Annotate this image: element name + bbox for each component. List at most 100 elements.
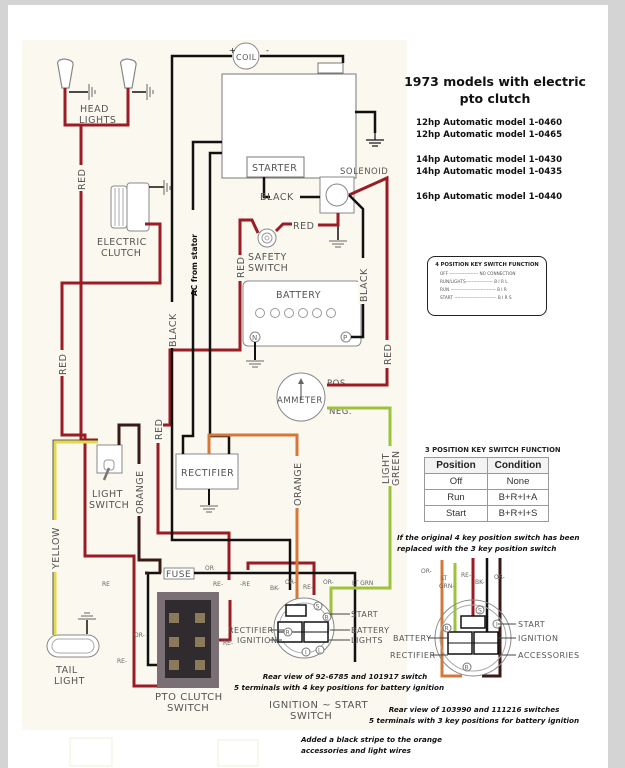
ground-icon <box>246 360 264 368</box>
wire-label-lt-grn: LT GRN <box>352 580 373 587</box>
wire-label-black: BLACK <box>168 313 179 347</box>
four-position-row: RUN/LIGHTS------------------ B I R L <box>440 279 508 284</box>
wire3-label-lt: LT <box>441 575 448 582</box>
table-header: Position <box>424 457 488 474</box>
wire3-label-or: OR- <box>494 574 505 581</box>
ammeter-label: AMMETER <box>277 396 323 406</box>
faint-box <box>217 739 259 767</box>
head-lights: HEAD LIGHTS <box>57 58 154 126</box>
safety-switch-label-1: SAFETY <box>248 252 287 263</box>
wire-label-green: GREEN <box>391 450 402 486</box>
coil-plus-label: + <box>229 46 236 55</box>
wire-label-red: RED <box>383 344 394 365</box>
battery-pos-label: P <box>343 334 347 342</box>
wire-label-orange: ORANGE <box>135 470 146 514</box>
table-row: Start B+R+I+S <box>424 505 549 522</box>
pto-clutch-switch: PTO CLUTCH SWITCH <box>155 592 223 714</box>
table-cell: Run <box>424 489 488 506</box>
safety-switch: SAFETY SWITCH <box>248 228 288 274</box>
wire-label-orange: ORANGE <box>293 462 304 506</box>
electric-clutch-label-2: CLUTCH <box>101 248 141 259</box>
tail-light-label-2: LIGHT <box>54 676 85 687</box>
table-cell: Off <box>424 473 488 490</box>
light-switch: LIGHT SWITCH <box>89 444 129 511</box>
faint-box <box>69 737 113 767</box>
note-stripe: Added a black stripe to the orange acces… <box>301 734 442 756</box>
wire3-label-re: RE- <box>461 572 471 579</box>
note-stripe-line-2: accessories and light wires <box>301 746 411 755</box>
ground-icon <box>88 84 96 100</box>
wire-label-re-dash: RE- <box>213 581 223 588</box>
ground-icon <box>146 84 154 100</box>
tail-light: TAIL LIGHT <box>46 612 100 687</box>
wiring-diagram: HEAD LIGHTS ELECTRIC CLUTCH COIL + - STA… <box>22 40 580 767</box>
note-replaced-line-2: replaced with the 3 key position switch <box>397 544 557 553</box>
ignition-switch-3-position: S I R B START IGNITION ACCESSORIES BATTE… <box>390 558 580 678</box>
wire-label-or-dash: OR- <box>134 632 145 639</box>
starter: STARTER <box>246 156 305 178</box>
wire-label-ac-from-stator: AC from stator <box>190 234 199 296</box>
note-rear-view-3key-line-2: 5 terminals with 3 key positions for bat… <box>369 716 580 725</box>
four-position-function-box: 4 POSITION KEY SWITCH FUNCTION OFF -----… <box>427 256 547 316</box>
term3-battery-label: BATTERY <box>393 634 431 643</box>
term-l-label: L <box>318 648 322 655</box>
wire-label-black: BLACK <box>359 268 370 302</box>
four-position-row: START ---------------------------- B I R… <box>440 295 512 300</box>
wire-label-or-dash: OR- <box>323 579 334 586</box>
wire-label-red: RED <box>293 221 314 232</box>
wire3-label-or: OR- <box>421 568 432 575</box>
model-list: 12hp Automatic model 1-0460 12hp Automat… <box>416 117 562 203</box>
table-header: Condition <box>487 457 549 474</box>
headlight-right-icon <box>120 58 137 89</box>
battery-label: BATTERY <box>276 290 321 301</box>
note-stripe-line-1: Added a black stripe to the orange <box>301 735 443 744</box>
wire3-label-grn: GRN- <box>439 583 454 590</box>
term-rectifier-label: RECTIFIER <box>228 626 274 635</box>
ground-icon <box>329 240 347 248</box>
wire-label-red: RED <box>236 257 247 278</box>
model-item: 14hp Automatic model 1-0430 <box>416 155 563 165</box>
note-rear-view-4key-line-2: 5 terminals with 4 key positions for bat… <box>234 683 445 692</box>
title-line-2: pto clutch <box>459 91 531 106</box>
term3-ignition-label: IGNITION <box>518 634 558 643</box>
wire-label-red: RED <box>154 419 165 440</box>
wire-label-re-dash: RE- <box>223 640 233 647</box>
title-line-1: 1973 models with electric <box>404 74 586 89</box>
term-r-label: R <box>286 630 290 637</box>
wire-labels: RED RED BLACK AC from stator RED RED BLA… <box>50 165 402 665</box>
term-i-label: I <box>305 650 307 657</box>
term-b-label: B <box>325 615 329 622</box>
ground-icon <box>200 505 218 513</box>
ground-lines <box>366 133 384 147</box>
fuse-label: FUSE <box>166 570 191 580</box>
note-rear-view-3key: Rear view of 103990 and 111216 switches … <box>369 704 579 726</box>
table-cell: B+R+I+S <box>487 505 549 522</box>
wire3-label-bk: BK- <box>475 579 485 586</box>
tail-light-label-1: TAIL <box>55 665 78 676</box>
model-item: 12hp Automatic model 1-0460 <box>416 118 563 128</box>
wire-label-black: BLACK <box>260 192 294 203</box>
note-rear-view-3key-line-1: Rear view of 103990 and 111216 switches <box>388 705 560 714</box>
wire-label-dash-re: -RE <box>240 581 250 588</box>
wire-label-red: RED <box>77 169 88 190</box>
note-replaced: If the original 4 key position switch ha… <box>397 532 580 554</box>
table-cell: B+R+I+A <box>487 489 549 506</box>
four-position-row: RUN ------------------------------ B I R <box>440 287 507 292</box>
light-switch-label-1: LIGHT <box>92 489 123 500</box>
head-lights-label-1: HEAD <box>80 104 109 115</box>
ignition-switch-label-2: SWITCH <box>290 711 332 722</box>
coil-terminal <box>317 62 344 74</box>
safety-switch-label-2: SWITCH <box>248 263 288 274</box>
ground-icon <box>78 612 96 620</box>
pto-label-1: PTO CLUTCH <box>155 692 223 703</box>
diagram-title: 1973 models with electric pto clutch <box>400 73 590 107</box>
term-ignition-label: IGNITION <box>237 636 277 645</box>
page: HEAD LIGHTS ELECTRIC CLUTCH COIL + - STA… <box>8 5 608 768</box>
term3-accessories-label: ACCESSORIES <box>518 651 580 660</box>
ignition-switch-label-1: IGNITION ~ START <box>269 700 369 711</box>
wire-label-yellow: YELLOW <box>51 527 62 570</box>
note-replaced-line-1: If the original 4 key position switch ha… <box>397 533 580 542</box>
solenoid-label: SOLENOID <box>340 167 388 177</box>
note-rear-view-4key: Rear view of 92-6785 and 101917 switch 5… <box>234 671 444 693</box>
term-lights-label: LIGHTS <box>351 636 383 645</box>
